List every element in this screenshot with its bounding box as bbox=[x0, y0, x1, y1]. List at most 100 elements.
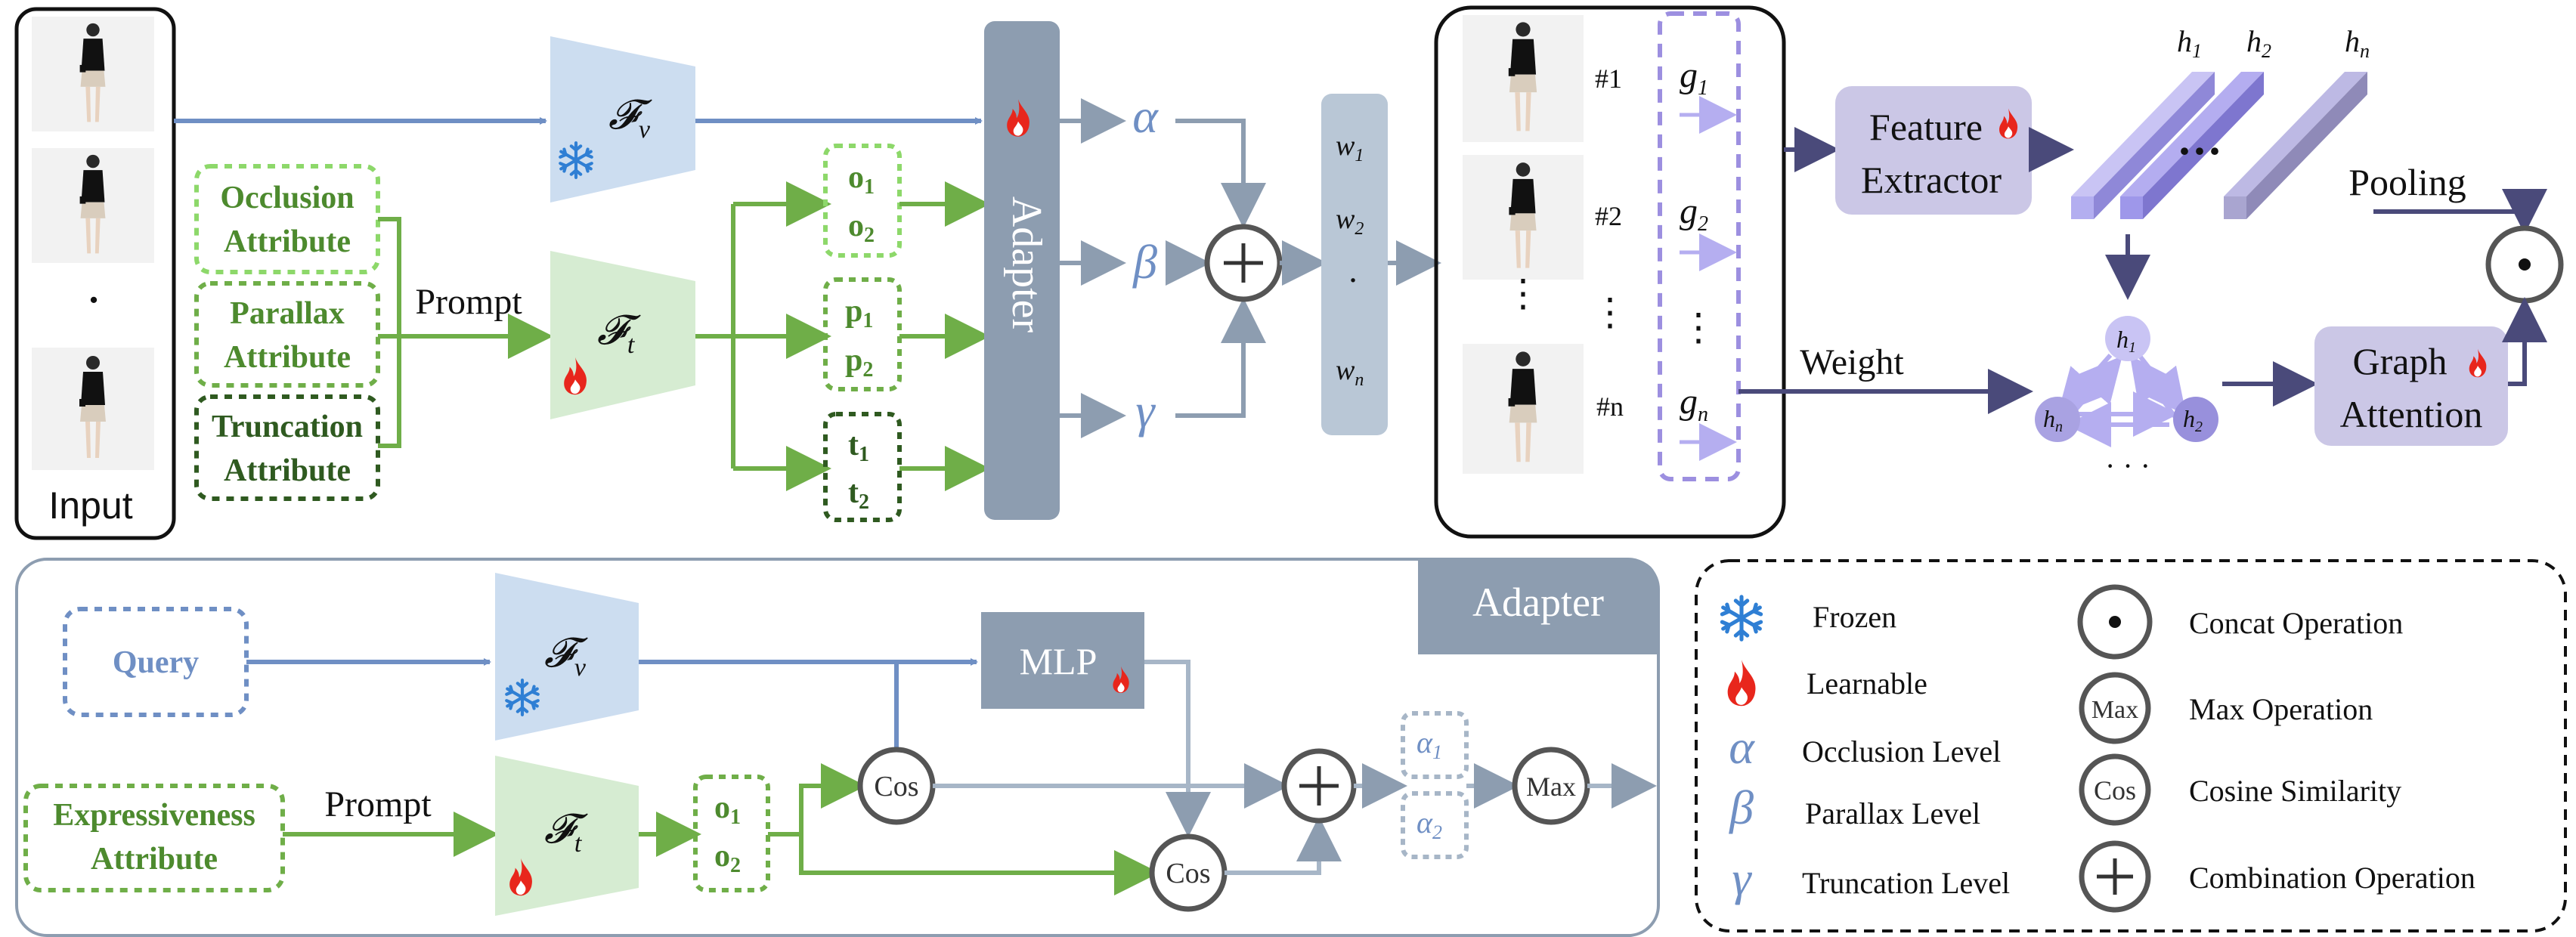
top-adapter-block bbox=[984, 21, 1060, 520]
grading-panel bbox=[1434, 5, 1786, 539]
legend-alpha-icon: α bbox=[1729, 720, 1755, 774]
graph-node-hn-label: hn bbox=[2043, 405, 2063, 435]
graph-edges bbox=[2057, 354, 2187, 447]
graph-node-h1-label: h1 bbox=[2116, 326, 2136, 356]
graph-attention-line1: Graph bbox=[2353, 340, 2448, 382]
alpha-label: α bbox=[1132, 89, 1159, 143]
alpha1-box bbox=[1401, 711, 1469, 779]
legend-snowflake-icon bbox=[1722, 597, 1760, 639]
bar-dots: ··· bbox=[2177, 126, 2222, 176]
bottom-adapter-panel bbox=[15, 558, 1660, 937]
legend-occlusion-label: Occlusion Level bbox=[1802, 734, 2001, 768]
legend-max-icon bbox=[2079, 672, 2151, 744]
legend-frozen-label: Frozen bbox=[1813, 600, 1896, 634]
legend-cos-label: Cosine Similarity bbox=[2189, 774, 2401, 808]
bottom-token-o2: o2 bbox=[714, 839, 741, 877]
weight-wn: wn bbox=[1336, 354, 1364, 390]
expressiveness-attribute-box bbox=[23, 784, 285, 892]
rank-n: #n bbox=[1596, 391, 1624, 422]
top-ft-encoder bbox=[550, 251, 695, 419]
cos-node-1-label: Cos bbox=[874, 771, 918, 802]
truncation-attribute-box bbox=[194, 394, 380, 501]
gamma-to-plus bbox=[1175, 298, 1266, 418]
g1-label: g1 bbox=[1680, 55, 1708, 100]
legend-parallax-label: Parallax Level bbox=[1805, 796, 1980, 830]
legend-beta-icon: β bbox=[1728, 781, 1754, 834]
attention-to-concat-arrow bbox=[2502, 297, 2547, 386]
weight-label: Weight bbox=[1800, 342, 1904, 382]
gn-label: gn bbox=[1680, 382, 1708, 426]
legend-plus-symbol bbox=[2097, 858, 2133, 895]
query-label: Query bbox=[113, 645, 199, 680]
feature-bar-n bbox=[2224, 72, 2367, 219]
h2-label: h2 bbox=[2246, 24, 2271, 62]
parallax-attribute-line2: Attribute bbox=[224, 340, 351, 375]
weight-dots: · bbox=[1347, 261, 1358, 299]
legend-combination-label: Combination Operation bbox=[2189, 861, 2475, 895]
legend-max-icon-text: Max bbox=[2091, 696, 2138, 724]
legend-max-label: Max Operation bbox=[2189, 692, 2373, 726]
token-o1: o1 bbox=[848, 160, 875, 199]
legend-gamma-icon: γ bbox=[1732, 852, 1752, 905]
bottom-adapter-tab bbox=[1418, 559, 1658, 654]
graph-node-hn bbox=[2035, 397, 2080, 442]
legend-truncation-label: Truncation Level bbox=[1802, 866, 2010, 900]
max-node-label: Max bbox=[1526, 772, 1576, 802]
weights-box bbox=[1321, 94, 1388, 435]
feature-bar-1 bbox=[2071, 72, 2215, 219]
token-box-p bbox=[823, 277, 902, 391]
hn-label: hn bbox=[2345, 24, 2370, 62]
top-adapter-label: Adapter bbox=[1003, 196, 1050, 333]
graph-node-h2-label: h2 bbox=[2183, 405, 2203, 435]
graph-attention-line2: Attention bbox=[2340, 393, 2483, 435]
legend-cos-icon bbox=[2079, 753, 2151, 826]
token-t2: t2 bbox=[848, 475, 869, 514]
gamma-label: γ bbox=[1135, 384, 1156, 438]
bottom-prompt-label: Prompt bbox=[324, 784, 432, 824]
bottom-fv-encoder bbox=[495, 573, 639, 741]
token-p1: p1 bbox=[845, 294, 873, 332]
expressiveness-line2: Attribute bbox=[91, 842, 218, 877]
g2-label: g2 bbox=[1680, 191, 1708, 236]
token-box-o bbox=[823, 144, 902, 258]
bottom-plus-symbol bbox=[1299, 766, 1339, 806]
truncation-attribute-line1: Truncation bbox=[212, 410, 363, 444]
g-column-box bbox=[1658, 11, 1741, 481]
top-fv-encoder bbox=[550, 36, 695, 203]
concat-dot bbox=[2519, 258, 2531, 271]
graph-attention-box bbox=[2314, 326, 2508, 446]
truncation-attribute-line2: Attribute bbox=[224, 453, 351, 488]
mlp-box bbox=[981, 612, 1144, 709]
token-o2: o2 bbox=[848, 209, 875, 247]
g-dots: ⋮ bbox=[1680, 306, 1717, 348]
graph-dots: · · · bbox=[2105, 449, 2150, 483]
parallax-attribute-line1: Parallax bbox=[230, 296, 345, 331]
query-box bbox=[63, 607, 249, 717]
attribute-merge-lines bbox=[378, 217, 401, 448]
input-panel bbox=[14, 7, 176, 540]
bottom-token-o1: o1 bbox=[714, 790, 741, 829]
mlp-label: MLP bbox=[1020, 640, 1098, 682]
token-box-t bbox=[823, 412, 902, 522]
rank-2: #2 bbox=[1595, 201, 1622, 231]
feature-extractor-line2: Extractor bbox=[1861, 159, 2002, 201]
graph-node-h1 bbox=[2105, 316, 2150, 361]
legend-cos-icon-text: Cos bbox=[2094, 775, 2136, 806]
legend-concat-label: Concat Operation bbox=[2189, 606, 2403, 640]
rank-1: #1 bbox=[1595, 63, 1622, 94]
legend-flame-icon bbox=[1727, 660, 1756, 707]
rank-dots: ⋮ bbox=[1591, 291, 1629, 333]
occlusion-attribute-box bbox=[194, 164, 380, 274]
legend-learnable-label: Learnable bbox=[1807, 666, 1927, 700]
bottom-token-box bbox=[693, 775, 770, 892]
input-dots: · bbox=[85, 271, 102, 329]
legend-concat-dot bbox=[2109, 616, 2121, 628]
top-prompt-label: Prompt bbox=[415, 282, 522, 322]
occlusion-attribute-line2: Attribute bbox=[224, 224, 351, 259]
legend-box bbox=[1695, 559, 2567, 932]
alpha2-label: α2 bbox=[1416, 806, 1442, 843]
input-label: Input bbox=[48, 484, 132, 527]
parallax-attribute-box bbox=[194, 281, 380, 388]
pooling-label: Pooling bbox=[2348, 161, 2466, 203]
